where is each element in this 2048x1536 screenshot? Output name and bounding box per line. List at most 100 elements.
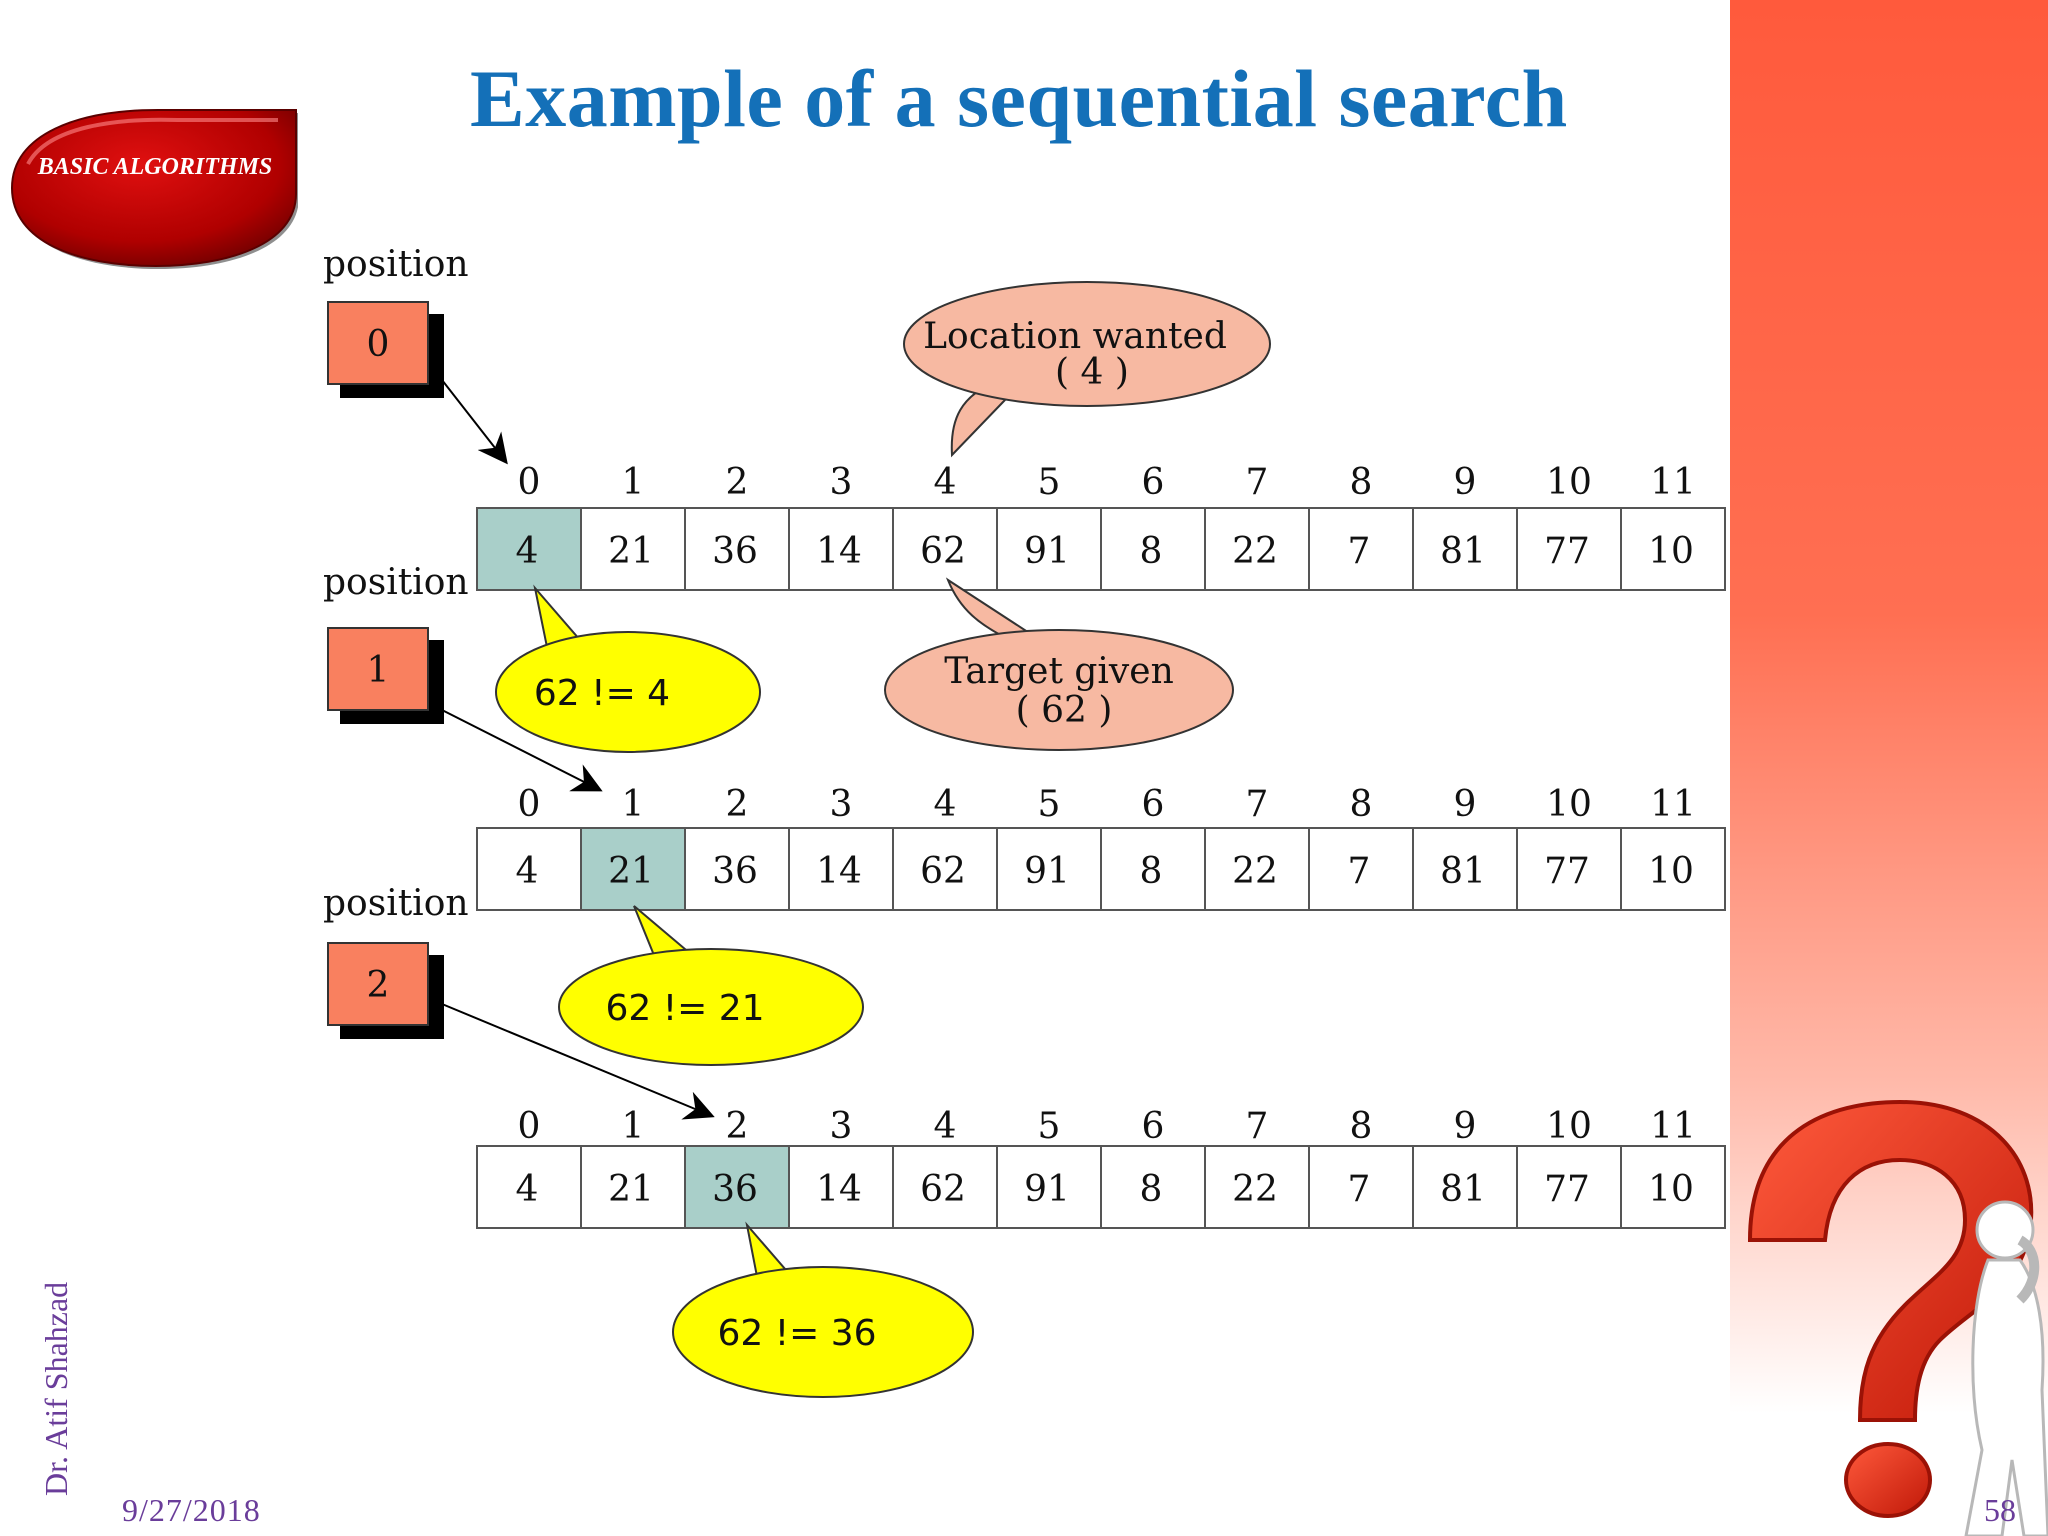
- array-value: 91: [1024, 851, 1070, 892]
- array-cell: [788, 827, 894, 911]
- array-cell: [476, 827, 582, 911]
- array-value: 77: [1544, 851, 1590, 892]
- array-value: 36: [712, 851, 758, 892]
- slide-title: Example of a sequential search: [470, 53, 1568, 144]
- position-label: position: [323, 883, 469, 924]
- array-index: 1: [622, 462, 645, 503]
- array-index: 3: [830, 1106, 853, 1147]
- array-value: 81: [1440, 851, 1486, 892]
- array-value: 81: [1440, 1169, 1486, 1210]
- array-index: 2: [726, 1106, 749, 1147]
- array-cell: [1204, 1145, 1310, 1229]
- array-value: 10: [1648, 851, 1694, 892]
- position-label: position: [323, 562, 469, 603]
- array-value: 77: [1544, 531, 1590, 572]
- array-index: 5: [1038, 784, 1061, 825]
- array-value: 14: [816, 851, 862, 892]
- array-cell: [1308, 507, 1414, 591]
- location-callout-line1: Location wanted: [923, 316, 1227, 357]
- array-cell: [892, 507, 998, 591]
- array-cell: [1620, 507, 1726, 591]
- array-cell: [476, 1145, 582, 1229]
- target-callout-line1: Target given: [944, 651, 1174, 692]
- array-value: 62: [920, 851, 966, 892]
- array-index: 7: [1246, 784, 1269, 825]
- array-index: 0: [518, 784, 541, 825]
- badge-label: BASIC ALGORITHMS: [37, 154, 273, 180]
- position-box: [327, 301, 429, 385]
- array-index: 11: [1650, 1106, 1696, 1147]
- pointer-arrow: [441, 1003, 715, 1120]
- array-index: 9: [1454, 784, 1477, 825]
- array-value: 8: [1140, 1169, 1163, 1210]
- array-index: 4: [934, 1106, 957, 1147]
- array-index: 0: [518, 1106, 541, 1147]
- array-value: 7: [1348, 851, 1371, 892]
- array-value: 8: [1140, 851, 1163, 892]
- array-value: 36: [712, 1169, 758, 1210]
- compare-bubble: [558, 948, 864, 1066]
- array-cell: [1308, 1145, 1414, 1229]
- position-value: 0: [367, 324, 390, 365]
- array-value: 62: [920, 1169, 966, 1210]
- array-cell: [1620, 827, 1726, 911]
- array-index: 9: [1454, 462, 1477, 503]
- array-value: 62: [920, 531, 966, 572]
- array-index: 8: [1350, 462, 1373, 503]
- array-index: 2: [726, 784, 749, 825]
- array-index: 6: [1142, 462, 1165, 503]
- target-callout: [884, 629, 1234, 751]
- array-cell: [996, 507, 1102, 591]
- pointer-arrow: [441, 709, 603, 792]
- array-cell: [684, 827, 790, 911]
- array-index: 4: [934, 784, 957, 825]
- array-cell: [1516, 1145, 1622, 1229]
- array-cell: [996, 827, 1102, 911]
- array-cell: [1100, 507, 1206, 591]
- location-callout: [903, 281, 1271, 407]
- array-index: 10: [1546, 462, 1592, 503]
- array-value: 4: [516, 1169, 539, 1210]
- array-value: 91: [1024, 1169, 1070, 1210]
- compare-bubble-text: 62 != 36: [717, 1313, 876, 1354]
- array-index: 2: [726, 462, 749, 503]
- array-cell-highlighted: [580, 827, 686, 911]
- compare-bubble-text: 62 != 21: [605, 988, 764, 1029]
- array-value: 22: [1232, 531, 1278, 572]
- footer-date: 9/27/2018: [122, 1492, 261, 1528]
- array-index: 3: [830, 784, 853, 825]
- array-value: 8: [1140, 531, 1163, 572]
- array-value: 22: [1232, 1169, 1278, 1210]
- badge-shape: [10, 109, 298, 269]
- array-index: 10: [1546, 1106, 1592, 1147]
- array-value: 77: [1544, 1169, 1590, 1210]
- compare-bubble: [495, 631, 761, 753]
- compare-bubble-text: 62 != 4: [534, 673, 670, 714]
- array-index: 5: [1038, 462, 1061, 503]
- array-value: 21: [608, 851, 654, 892]
- array-index: 6: [1142, 784, 1165, 825]
- author-label: Dr. Atif Shahzad: [38, 1281, 74, 1496]
- array-index: 10: [1546, 784, 1592, 825]
- array-value: 7: [1348, 531, 1371, 572]
- array-index: 7: [1246, 462, 1269, 503]
- array-value: 91: [1024, 531, 1070, 572]
- array-index: 5: [1038, 1106, 1061, 1147]
- position-box: [327, 627, 429, 711]
- target-callout-line2: ( 62 ): [1016, 690, 1113, 731]
- array-value: 21: [608, 1169, 654, 1210]
- pointer-arrow: [441, 379, 508, 465]
- position-value: 1: [367, 650, 390, 691]
- array-cell: [1620, 1145, 1726, 1229]
- array-cell: [1100, 1145, 1206, 1229]
- array-cell: [1204, 507, 1310, 591]
- array-value: 4: [516, 851, 539, 892]
- array-value: 22: [1232, 851, 1278, 892]
- array-cell: [684, 507, 790, 591]
- array-index: 7: [1246, 1106, 1269, 1147]
- array-cell: [788, 1145, 894, 1229]
- array-cell: [1204, 827, 1310, 911]
- location-callout-line2: ( 4 ): [1055, 352, 1129, 393]
- array-value: 14: [816, 1169, 862, 1210]
